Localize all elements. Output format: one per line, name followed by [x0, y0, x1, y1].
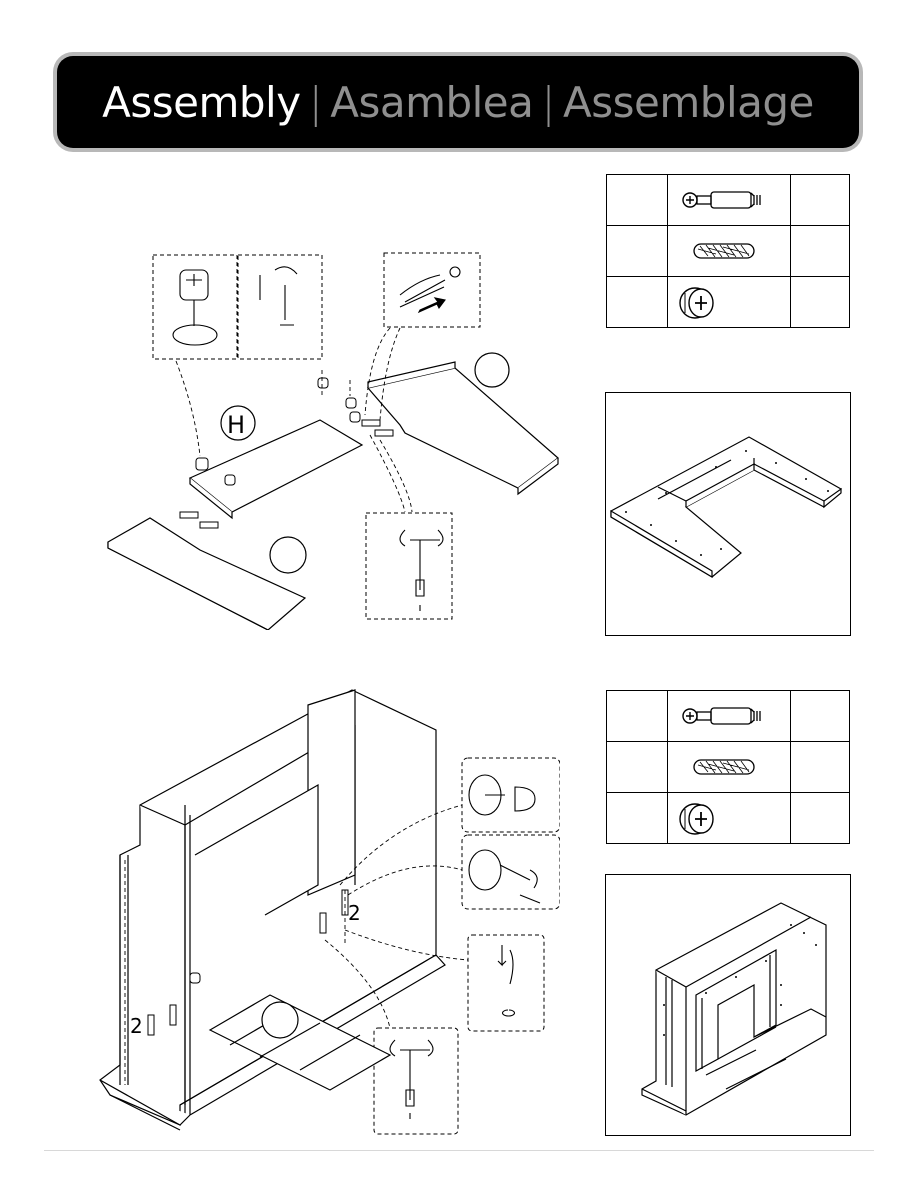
cam-bolt-icon	[682, 707, 761, 725]
u-frame-result-drawing	[610, 436, 842, 579]
cam-lock-icon	[679, 287, 714, 319]
title-french: Assemblage	[563, 77, 814, 127]
hardware-table-step1	[605, 174, 851, 328]
step2-exploded-drawing: 2 2	[90, 685, 560, 1140]
step1-exploded-drawing: H	[100, 250, 570, 630]
step2-result-panel	[605, 874, 851, 1136]
footer-rule	[44, 1150, 874, 1151]
title-separator: |	[541, 77, 556, 127]
header-banner: Assembly | Asamblea | Assemblage	[57, 56, 859, 148]
cam-lock-icon	[679, 803, 714, 835]
hardware-row	[605, 690, 851, 742]
hardware-row	[605, 174, 851, 226]
mantel-result-drawing	[641, 902, 827, 1116]
wood-dowel-icon	[693, 759, 755, 775]
count-label: 2	[348, 901, 361, 925]
hardware-row	[605, 276, 851, 328]
title-english: Assembly	[102, 77, 301, 127]
count-label: 2	[130, 1014, 143, 1038]
wood-dowel-icon	[693, 243, 755, 259]
title-spanish: Asamblea	[330, 77, 534, 127]
cam-bolt-icon	[682, 191, 761, 209]
hardware-row	[605, 741, 851, 793]
hardware-row	[605, 225, 851, 277]
hardware-table-step2	[605, 690, 851, 844]
part-label-h: H	[227, 411, 245, 439]
hardware-row	[605, 792, 851, 844]
title-separator: |	[308, 77, 323, 127]
step1-result-panel	[605, 392, 851, 636]
